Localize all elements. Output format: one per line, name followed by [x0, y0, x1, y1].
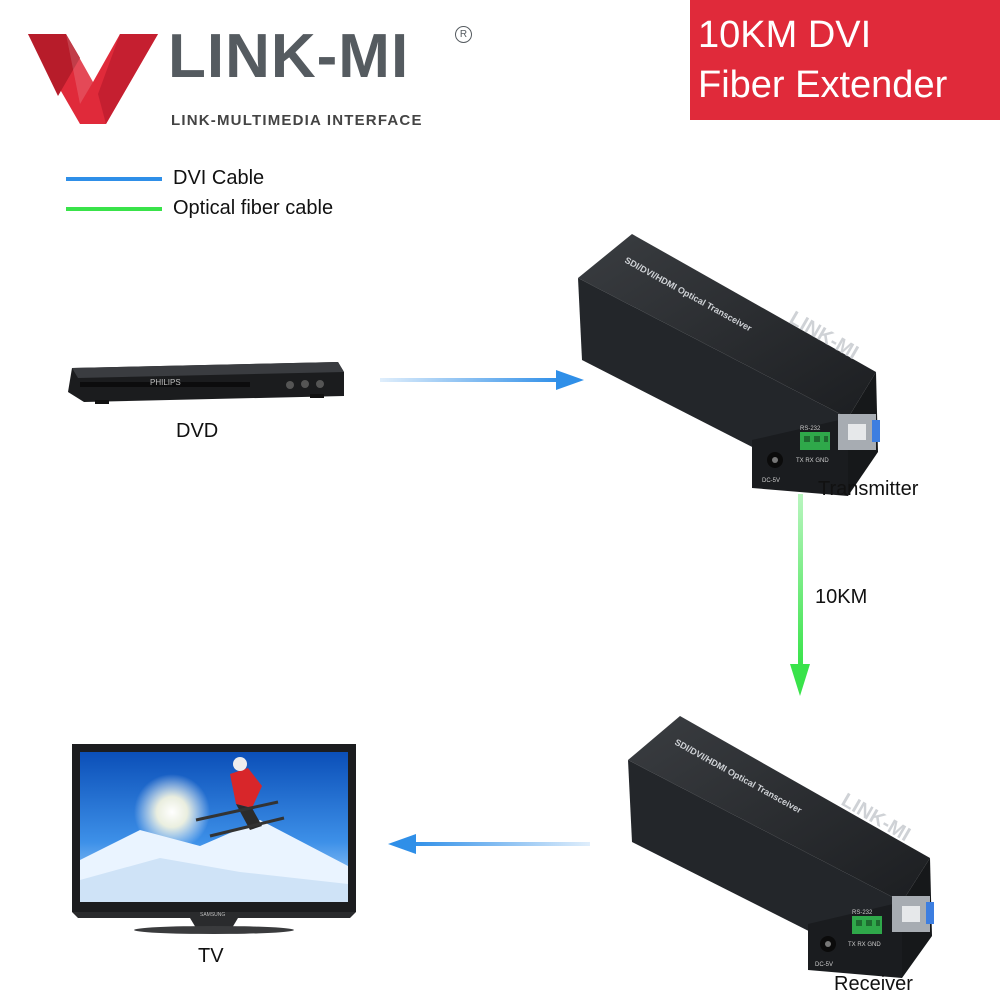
- transmitter-dc: DC-5V: [762, 478, 780, 484]
- dvd-brand-text: PHILIPS: [150, 378, 181, 387]
- title-line-2: Fiber Extender: [698, 64, 948, 106]
- brand-name: LINK-MI: [168, 22, 410, 91]
- legend-fiber-label: Optical fiber cable: [173, 197, 334, 219]
- tv-label: TV: [198, 945, 224, 967]
- receiver-pins: TX RX GND: [848, 942, 881, 948]
- legend-fiber-swatch: [66, 207, 162, 211]
- transmitter-label: Transmitter: [818, 478, 919, 500]
- legend-dvi-label: DVI Cable: [173, 167, 265, 189]
- receiver-device-icon: [628, 716, 934, 978]
- receiver-label: Receiver: [834, 973, 913, 995]
- title-line-1: 10KM DVI: [698, 14, 872, 56]
- brand-logo-icon: [28, 34, 158, 124]
- arrow-transmitter-to-receiver: [790, 494, 810, 696]
- dvd-label: DVD: [176, 420, 218, 442]
- brand-tagline: LINK-MULTIMEDIA INTERFACE: [171, 112, 423, 129]
- link-distance-label: 10KM: [815, 586, 867, 608]
- receiver-dc: DC-5V: [815, 962, 833, 968]
- legend-dvi-swatch: [66, 177, 162, 181]
- transmitter-device-icon: [578, 234, 880, 496]
- tv-brand-text: SAMSUNG: [200, 912, 225, 918]
- arrow-receiver-to-tv: [388, 834, 590, 854]
- dvd-player-icon: [68, 362, 344, 404]
- transmitter-rs232: RS-232: [800, 426, 821, 432]
- registered-mark: R: [455, 26, 472, 43]
- tv-icon: [72, 744, 356, 934]
- receiver-rs232: RS-232: [852, 910, 873, 916]
- transmitter-pins: TX RX GND: [796, 458, 829, 464]
- title-banner: 10KM DVI Fiber Extender: [690, 0, 1000, 120]
- arrow-dvd-to-transmitter: [380, 370, 584, 390]
